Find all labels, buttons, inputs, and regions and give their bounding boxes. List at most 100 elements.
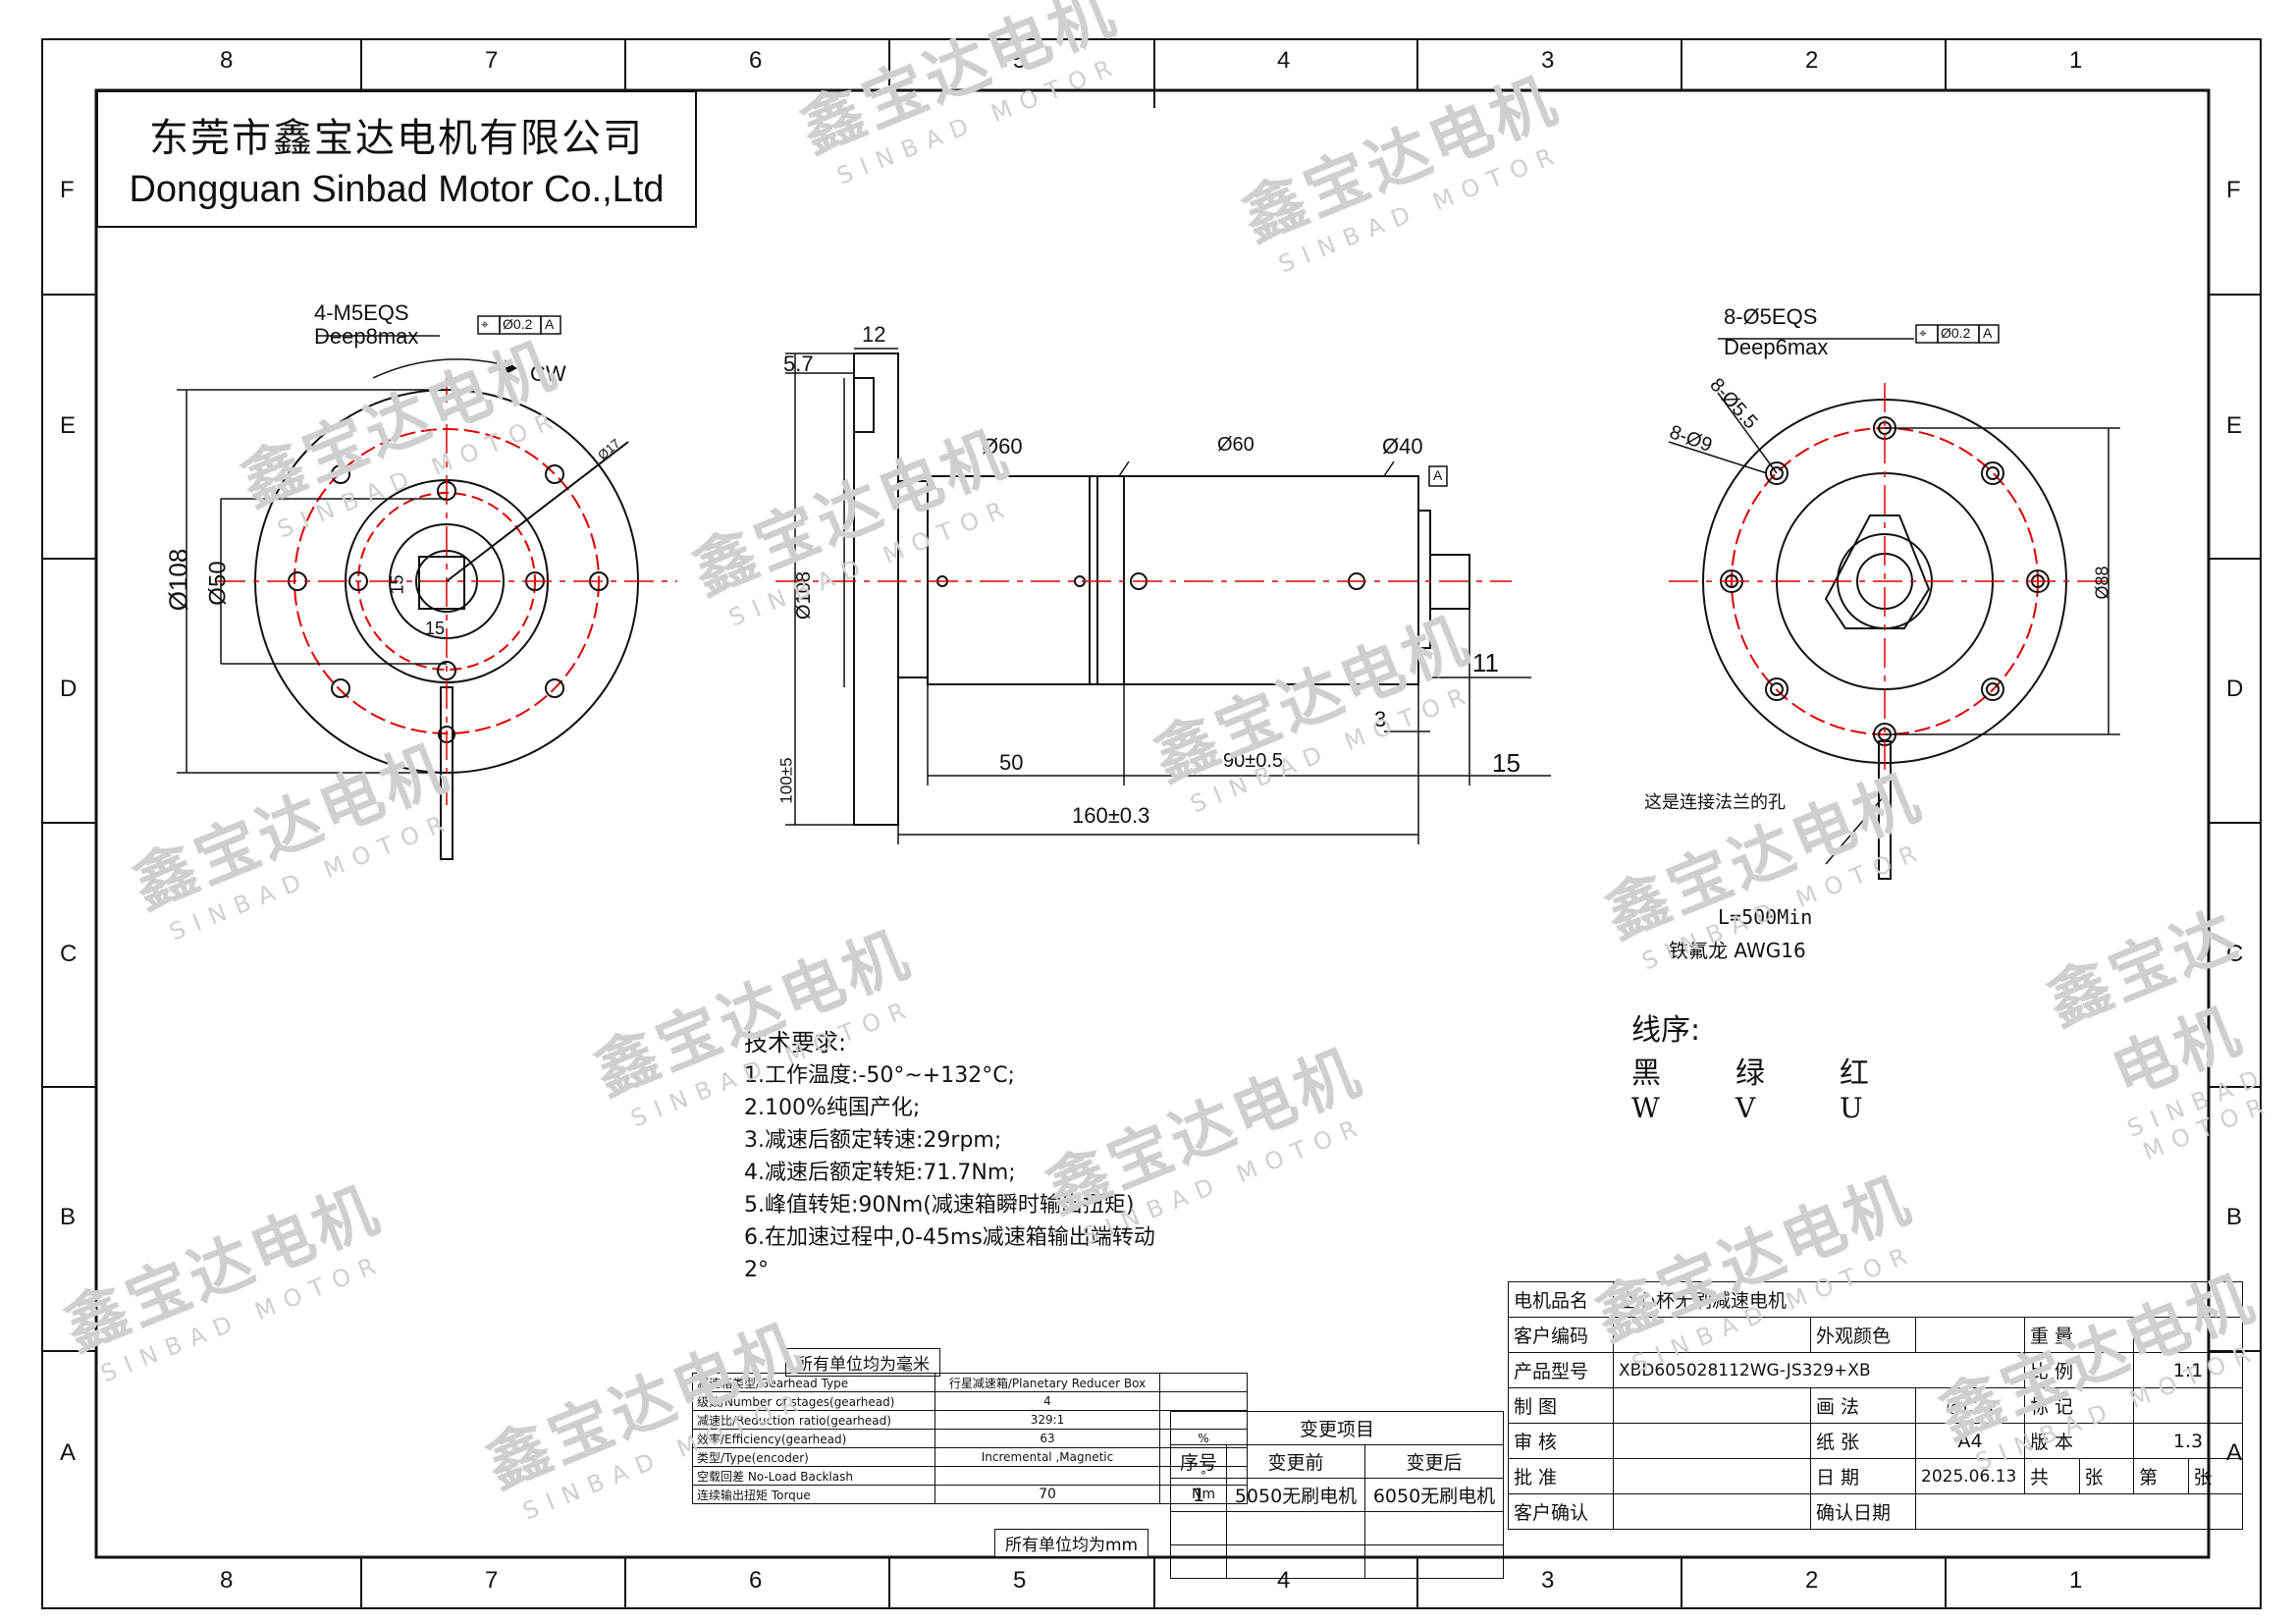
side-view [775, 348, 1551, 844]
tb-label: 电机品名 [1508, 1281, 1614, 1318]
front-dia-inner: Ø50 [204, 561, 232, 606]
company-header: 东莞市鑫宝达电机有限公司 Dongguan Sinbad Motor Co.,L… [96, 90, 697, 228]
spec-value: Incremental ,Magnetic [934, 1447, 1160, 1467]
table-row: 产品型号 XBD605028112WG-JS329+XB 比 例 1:1 [1508, 1352, 2243, 1388]
table-row: 减速比/Reduction ratio(gearhead)329:1 [692, 1410, 1248, 1430]
zone-col-3-bottom: 3 [1541, 1567, 1555, 1594]
front-key-w: 15 [425, 619, 446, 638]
front-tol-value: Ø0.2 [503, 316, 533, 332]
tb-label: 张 [2078, 1458, 2134, 1494]
tb-value [1613, 1423, 1811, 1459]
tb-value: 2025.06.13 [1915, 1458, 2025, 1494]
rear-hole-depth: Deep6max [1724, 335, 1829, 359]
wiring-title: 线序: [1631, 1013, 1701, 1048]
wire-color: 绿 [1735, 1056, 1765, 1091]
zone-col-7-bottom: 7 [485, 1567, 499, 1594]
tb-value [1915, 1317, 2025, 1353]
spec-label: 连续输出扭矩 Torque [692, 1485, 935, 1504]
table-row: 变更项目 [1170, 1411, 1504, 1445]
table-row [1170, 1511, 1504, 1545]
side-datum: A [1433, 467, 1443, 483]
zone-col-5-top: 5 [1013, 47, 1027, 74]
spec-label: 效率/Efficiency(gearhead) [692, 1429, 935, 1448]
tb-value: 1.3 [2133, 1423, 2243, 1459]
tb-value [1613, 1458, 1811, 1494]
tb-label: 共 [2024, 1458, 2080, 1494]
wiring-order: 线序: 黑 绿 红 W V U [1631, 1005, 1944, 1124]
zone-row-b-left: B [60, 1204, 77, 1230]
front-tol-datum: A [545, 316, 555, 332]
side-dim-108: Ø108 [792, 571, 815, 620]
tb-label: 外观颜色 [1810, 1317, 1916, 1353]
rear-lead-length: L=500Min [1718, 905, 1813, 929]
wire-phase: U [1840, 1092, 1863, 1124]
tb-value [1915, 1493, 2243, 1530]
tech-item: 3.减速后额定转速:29rpm; [744, 1128, 1002, 1153]
tb-label: 客户编码 [1508, 1317, 1614, 1353]
tb-label: 客户确认 [1508, 1493, 1614, 1530]
change-cell: 5050无刷电机 [1226, 1478, 1365, 1512]
table-row: 客户确认 确认日期 [1508, 1493, 2243, 1530]
front-hole-spec: 4-M5EQS [314, 300, 409, 325]
zone-row-d-right: D [2226, 676, 2244, 702]
tb-label: 审 核 [1508, 1423, 1614, 1459]
side-dim-5-7: 5.7 [783, 352, 814, 376]
table-row [1170, 1544, 1504, 1579]
tech-item: 6.在加速过程中,0-45ms减速箱输出端转动2° [744, 1225, 1155, 1282]
side-dim-60a: Ø60 [982, 434, 1023, 459]
tb-value: XBD605028112WG-JS329+XB [1613, 1352, 2025, 1388]
zone-row-f-left: F [60, 177, 75, 203]
wire-color: 黑 [1631, 1056, 1661, 1091]
side-dim-40: Ø40 [1382, 434, 1423, 459]
tb-label: 版 本 [2024, 1423, 2134, 1459]
zone-col-2-bottom: 2 [1805, 1567, 1819, 1594]
table-row: 空载回差 No-Load Backlash° [692, 1466, 1248, 1486]
tech-item: 2.100%纯国产化; [744, 1096, 921, 1120]
table-row: 序号 变更前 变更后 [1170, 1444, 1504, 1479]
tb-value: 1:1 [2133, 1352, 2243, 1388]
tb-value [1613, 1493, 1811, 1530]
rear-view [1668, 324, 2120, 880]
zone-col-7-top: 7 [485, 47, 499, 74]
tb-value [2133, 1317, 2243, 1353]
zone-col-6-top: 6 [749, 47, 763, 74]
table-row: 客户编码 外观颜色 重 量 [1508, 1317, 2243, 1353]
side-dim-15: 15 [1492, 748, 1521, 778]
spec-value: 329:1 [934, 1410, 1160, 1430]
front-rotation: CW [530, 361, 566, 386]
tech-title: 技术要求: [744, 1029, 847, 1056]
zone-row-a-left: A [60, 1439, 77, 1466]
tech-item: 4.减速后额定转矩:71.7Nm; [744, 1161, 1016, 1185]
spec-label: 减速箱类型/Gearhead Type [692, 1373, 935, 1392]
zone-row-e-right: E [2226, 412, 2243, 439]
tb-label: 画 法 [1810, 1387, 1916, 1424]
side-dim-90: 90±0.5 [1223, 750, 1284, 772]
wiring-colors: 黑 绿 红 [1631, 1049, 1944, 1092]
spec-label: 空载回差 No-Load Backlash [692, 1466, 935, 1486]
units-note-bottom: 所有单位均为mm [994, 1529, 1149, 1557]
table-row: 1 5050无刷电机 6050无刷电机 [1170, 1478, 1504, 1512]
tb-value: 空心杯无刷减速电机 [1613, 1281, 2243, 1318]
title-block: 电机品名 空心杯无刷减速电机 客户编码 外观颜色 重 量 产品型号 XBD605… [1508, 1281, 2243, 1530]
front-view [177, 315, 677, 860]
tb-value [2133, 1387, 2243, 1424]
table-row: 审 核 纸 张 A4 版 本 1.3 [1508, 1423, 2243, 1459]
zone-col-1-bottom: 1 [2069, 1567, 2083, 1594]
rear-tol-symbol: ⌖ [1919, 325, 1927, 341]
change-header: 序号 [1170, 1444, 1227, 1479]
zone-row-b-right: B [2226, 1204, 2243, 1230]
projection-symbol-icon: ◎⊏⊐ [1915, 1387, 2025, 1424]
front-hole-depth: Deep8max [314, 324, 419, 349]
table-row: 批 准 日 期 2025.06.13 共 张 第 张 [1508, 1458, 2243, 1494]
wire-phase: W [1631, 1092, 1660, 1124]
tb-label: 张 [2187, 1458, 2243, 1494]
tb-label: 第 [2133, 1458, 2189, 1494]
zone-col-1-top: 1 [2069, 47, 2083, 74]
company-name-zh: 东莞市鑫宝达电机有限公司 [149, 116, 644, 161]
side-dim-11: 11 [1472, 648, 1499, 677]
tb-label: 日 期 [1810, 1458, 1916, 1494]
rear-tol-value: Ø0.2 [1941, 325, 1971, 341]
wire-phase: V [1735, 1092, 1756, 1124]
